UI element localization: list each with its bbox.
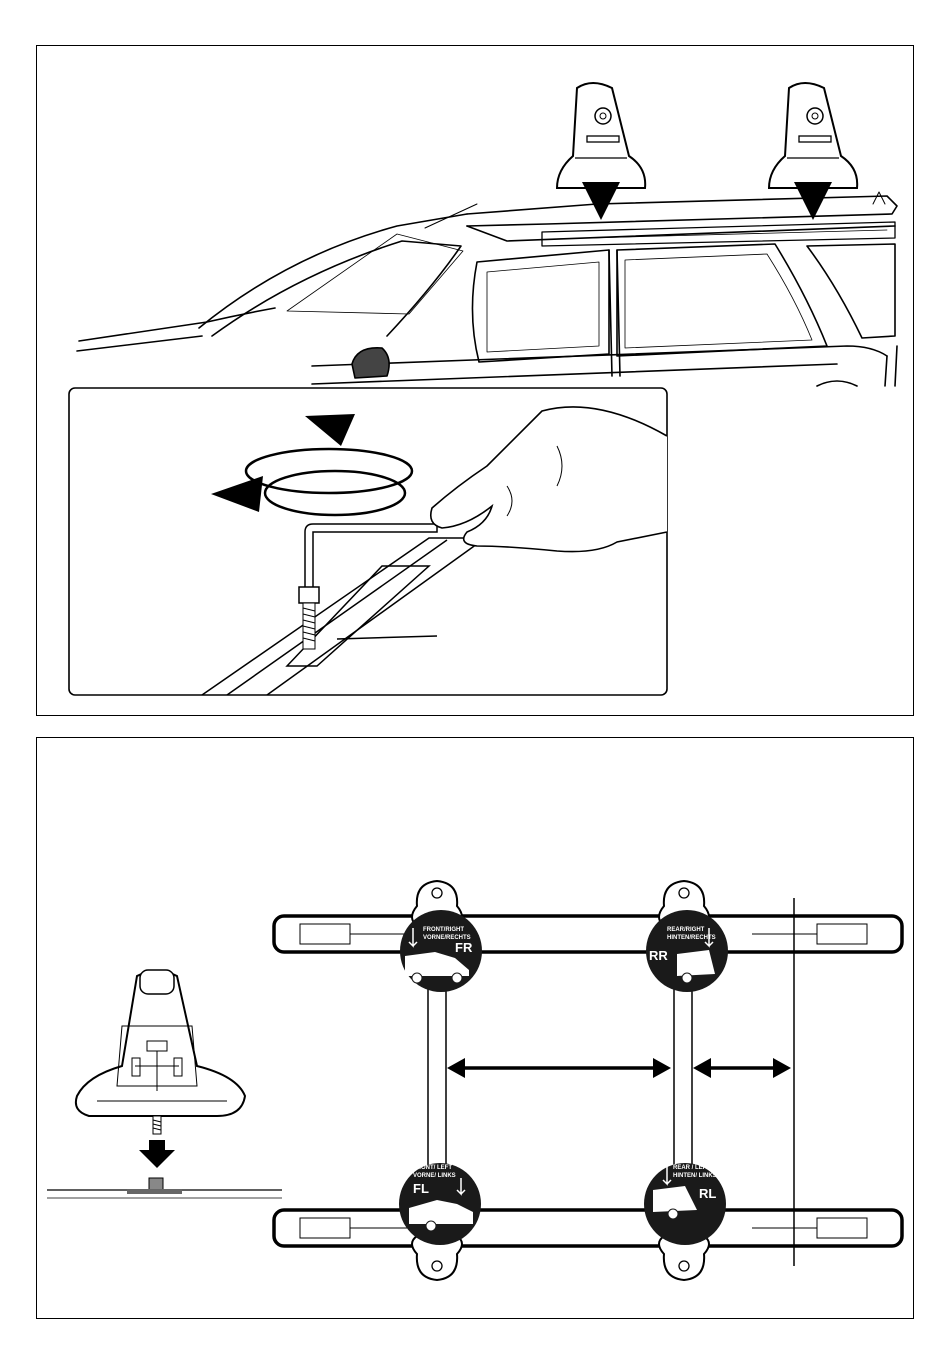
side-rails [428,988,692,1168]
fr-line1: FRONT/RIGHT [423,927,464,933]
fl-line1: FRONT/ LEFT [413,1165,452,1171]
bolt-head [299,587,319,603]
rl-line1: REAR / LEFT [673,1165,710,1171]
inset-allen-key [69,388,667,695]
foot-detail [76,970,245,1168]
roof-line [467,196,897,226]
crossbar-rear [274,1210,902,1246]
fr-code: FR [455,940,473,955]
rl-line2: HINTEN/ LINKS [673,1173,717,1179]
windshield-outer [199,214,467,328]
down-arrow-right [794,182,832,220]
top-panel [36,45,914,716]
down-arrow-left [582,182,620,220]
badge-front-right: FRONT/RIGHT VORNE/RECHTS FR [400,910,482,992]
rack-placement-diagram: FRONT/RIGHT VORNE/RECHTS FR REAR/RIGHT H… [37,738,915,1320]
crossbar-front [274,916,902,952]
rr-line1: REAR/RIGHT [667,927,705,933]
roof-rail [542,222,895,246]
car-roof-illustration [37,46,915,717]
badge-rear-left: REAR / LEFT HINTEN/ LINKS RL [644,1163,726,1245]
bottom-panel: FRONT/RIGHT VORNE/RECHTS FR REAR/RIGHT H… [36,737,914,1319]
badge-front-left: FRONT/ LEFT VORNE/ LINKS FL [399,1163,481,1245]
fl-line2: VORNE/ LINKS [413,1173,456,1179]
front-door-window [472,250,609,362]
rear-door-window [617,244,827,356]
rr-code: RR [649,948,668,963]
distance-arrow-to-reference [693,1058,791,1078]
fl-code: FL [413,1181,429,1196]
rear-quarter-window [807,244,895,338]
badge-rear-right: REAR/RIGHT HINTEN/RECHTS RR [646,910,728,992]
side-mirror [352,348,389,378]
rl-code: RL [699,1186,716,1201]
body-beltline [312,346,887,366]
distance-arrow-between-bars [447,1058,671,1078]
